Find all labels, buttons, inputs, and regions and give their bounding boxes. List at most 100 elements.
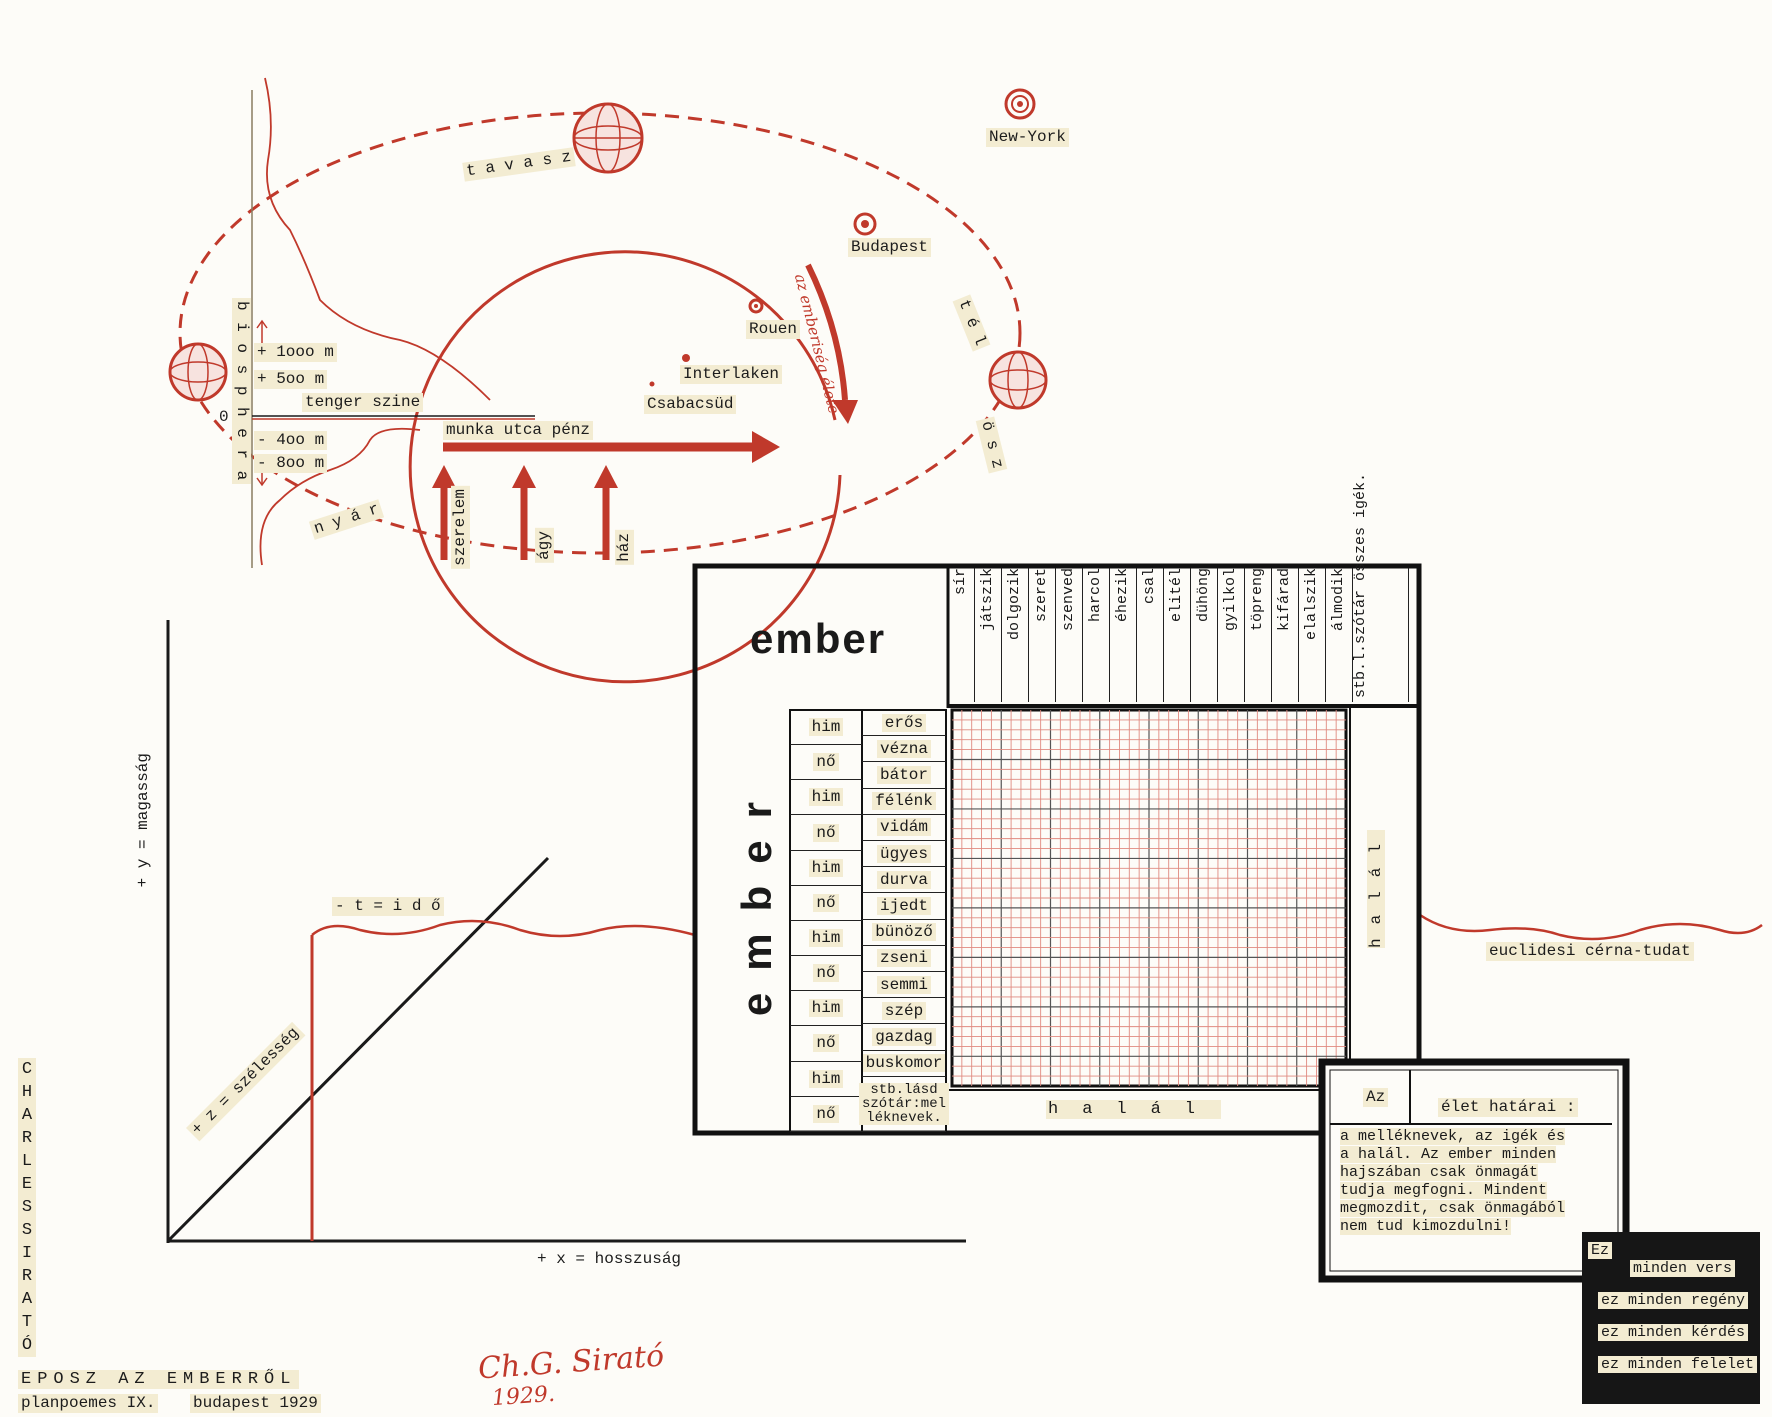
author-letter: R	[18, 1265, 36, 1288]
death-vertical: halál	[1367, 830, 1385, 949]
orbit-circle	[408, 250, 842, 684]
label-y-axis: + y = magasság	[134, 753, 152, 888]
adjective-row: vézna	[862, 736, 946, 763]
adjective-row: ügyes	[862, 841, 946, 868]
adjective-text: durva	[876, 870, 931, 889]
label-bed: ágy	[535, 528, 554, 563]
gender-row: nő	[790, 956, 862, 992]
adjective-etc: stb.lásd szótár:mel léknevek.	[859, 1077, 950, 1132]
adjective-text: zseni	[876, 949, 931, 968]
box-title: élet határai :	[1438, 1098, 1579, 1117]
gender-text: him	[808, 1069, 844, 1088]
gender-row: nő	[790, 1097, 862, 1132]
humanity-arrow	[805, 263, 848, 401]
adjective-text: szép	[881, 1001, 927, 1020]
verb-13: elalszik	[1299, 568, 1326, 702]
gender-row: nő	[790, 886, 862, 921]
gender-row: him	[790, 780, 862, 816]
adjective-text: gazdag	[872, 1028, 936, 1047]
gender-row: him	[790, 921, 862, 957]
author-letter: H	[18, 1081, 36, 1104]
target-csabacsud	[649, 381, 655, 387]
label-newyork: New-York	[986, 128, 1069, 147]
death-horizontal: halál	[1046, 1100, 1222, 1119]
label-alt-800: - 8oo m	[254, 454, 328, 473]
label-alt-500: + 5oo m	[254, 370, 328, 389]
adjective-column: erős vézna bátor félénk vidám ügyes durva ijedt…	[859, 710, 950, 1132]
label-work-street-money: munka utca pénz	[443, 421, 594, 440]
gender-text: him	[808, 999, 844, 1018]
author-letter: Ó	[18, 1334, 36, 1357]
author-letter: S	[18, 1196, 36, 1219]
box-line: nem tud kimozdulni!	[1340, 1218, 1512, 1235]
gender-text: nő	[813, 823, 839, 842]
adjective-text: ügyes	[876, 844, 931, 863]
adjective-text: semmi	[876, 975, 931, 994]
gender-text: nő	[813, 1034, 839, 1053]
target-interlaken	[682, 354, 690, 362]
verb-2: dolgozik	[1002, 568, 1029, 702]
everything-item-3: ez minden felelet	[1598, 1356, 1758, 1373]
verb-10: gyilkol	[1218, 568, 1245, 702]
adjective-text: vézna	[876, 739, 931, 758]
author-letter: T	[18, 1311, 36, 1334]
work-arrow-head	[752, 431, 780, 463]
gender-text: him	[808, 929, 844, 948]
globe-top	[572, 102, 644, 174]
adjective-row: bünöző	[862, 920, 946, 946]
verb-1: játszik	[975, 568, 1002, 702]
verb-12: kifárad	[1272, 568, 1299, 702]
label-euclid: euclidesi cérna-tudat	[1486, 942, 1694, 961]
label-love: szerelem	[451, 486, 470, 569]
gender-text: nő	[813, 753, 839, 772]
adjective-text: erős	[881, 713, 927, 732]
gender-row: him	[790, 991, 862, 1027]
time-wave-left	[311, 919, 696, 938]
target-rouen	[748, 298, 764, 314]
verb-5: harcol	[1083, 568, 1110, 702]
everything-ez: Ez	[1588, 1242, 1613, 1259]
target-newyork	[1004, 88, 1036, 120]
label-biosphere: b i o s p h e r a	[232, 298, 251, 485]
adjective-text: félénk	[872, 792, 936, 811]
verb-11: töpreng	[1245, 568, 1272, 702]
gender-text: nő	[813, 964, 839, 983]
label-alt-1000: + 1ooo m	[254, 343, 337, 362]
box-line: megmozdit, csak önmagából	[1340, 1200, 1566, 1217]
everything-item-2: ez minden kérdés	[1598, 1324, 1749, 1341]
adjective-row: vidám	[862, 815, 946, 842]
time-wave-right	[1419, 913, 1763, 941]
author-letter: R	[18, 1127, 36, 1150]
adjective-text: bátor	[876, 766, 931, 784]
gender-text: him	[808, 788, 844, 807]
author-letter: L	[18, 1150, 36, 1173]
adjective-row: bátor	[862, 762, 946, 789]
gender-row: nő	[790, 815, 862, 851]
gender-text: nő	[813, 893, 839, 912]
label-x-axis: + x = hosszuság	[537, 1250, 682, 1268]
river-line-1	[264, 77, 491, 401]
adjective-etc-text: stb.lásd szótár:mel léknevek.	[859, 1082, 950, 1125]
adjective-row: zseni	[862, 946, 946, 973]
box-line: hajszában csak önmagát	[1340, 1164, 1539, 1181]
label-time: - t = i d ő	[332, 897, 444, 916]
verb-7: csal	[1137, 568, 1164, 702]
table-outer-frame	[692, 563, 1422, 1136]
label-house: ház	[615, 530, 634, 565]
author-letter: E	[18, 1173, 36, 1196]
adjective-row: ijedt	[862, 893, 946, 920]
gender-row: nő	[790, 745, 862, 781]
adjective-text: ijedt	[876, 897, 931, 916]
adjective-text: bünöző	[872, 923, 936, 942]
box-az: Az	[1363, 1088, 1389, 1107]
label-budapest: Budapest	[848, 238, 931, 257]
box-line: tudja megfogni. Mindent	[1340, 1182, 1548, 1199]
adjective-row: durva	[862, 867, 946, 894]
table-side-ember: ember	[733, 780, 780, 1017]
verb-14: álmodik	[1326, 568, 1353, 702]
label-sea-level: tenger szine	[302, 393, 424, 412]
humanity-arrow-head	[832, 400, 858, 424]
